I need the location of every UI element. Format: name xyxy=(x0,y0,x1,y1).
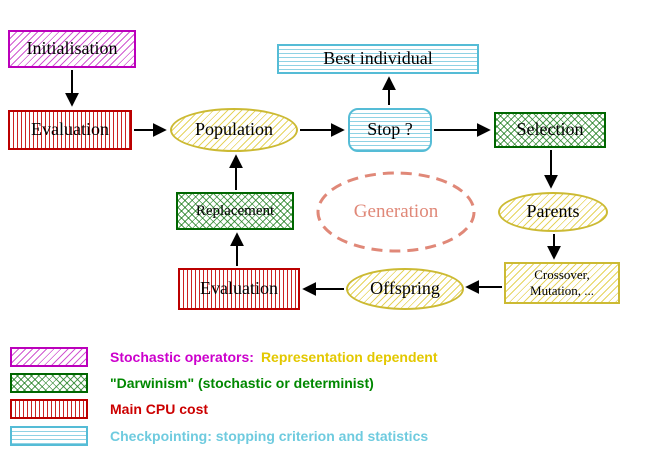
node-best-individual-label: Best individual xyxy=(323,48,433,69)
node-selection-label: Selection xyxy=(516,119,584,140)
node-parents: Parents xyxy=(498,192,608,232)
legend-swatch-magenta-diagonal-hatch xyxy=(10,347,88,367)
node-parents-label: Parents xyxy=(526,201,580,222)
node-initialisation: Initialisation xyxy=(8,30,136,68)
legend-label-checkpointing: Checkpointing: stopping criterion and st… xyxy=(110,428,429,444)
node-crossover-label-line2: Mutation, ... xyxy=(530,283,594,298)
legend-row-stochastic: Stochastic operators: Representation dep… xyxy=(10,347,438,367)
legend-label-main-cpu-cost: Main CPU cost xyxy=(110,401,209,417)
legend-label-stochastic-operators: Stochastic operators: xyxy=(110,349,254,365)
node-evaluation-bottom-label: Evaluation xyxy=(200,278,278,299)
node-crossover-mutation: Crossover, Mutation, ... xyxy=(504,262,620,304)
generation-dashed-ellipse xyxy=(316,171,476,253)
legend-label-darwinism: "Darwinism" (stochastic or determinist) xyxy=(110,375,374,391)
legend-row-checkpointing: Checkpointing: stopping criterion and st… xyxy=(10,426,428,446)
node-evaluation-top: Evaluation xyxy=(8,110,132,150)
legend-label-representation-dependent: Representation dependent xyxy=(260,349,438,365)
node-offspring: Offspring xyxy=(346,268,464,310)
generation-annotation-label: Generation xyxy=(353,201,439,222)
node-initialisation-label: Initialisation xyxy=(26,38,118,59)
node-evaluation-bottom: Evaluation xyxy=(178,268,300,310)
node-evaluation-top-label: Evaluation xyxy=(31,119,109,140)
node-replacement: Replacement xyxy=(176,192,294,230)
node-crossover-label-line1: Crossover, xyxy=(534,266,590,282)
node-replacement-label: Replacement xyxy=(195,202,275,219)
legend-row-cpu-cost: Main CPU cost xyxy=(10,399,208,419)
generation-annotation: Generation xyxy=(316,172,476,252)
node-best-individual: Best individual xyxy=(277,44,479,74)
legend-swatch-cyan-horizontal-lines xyxy=(10,426,88,446)
node-offspring-label: Offspring xyxy=(370,278,440,299)
legend-swatch-red-vertical-lines xyxy=(10,399,88,419)
legend-row-darwinism: "Darwinism" (stochastic or determinist) xyxy=(10,373,374,393)
legend-swatch-green-crosshatch xyxy=(10,373,88,393)
node-population: Population xyxy=(170,108,298,152)
node-stop-label: Stop ? xyxy=(367,119,413,140)
node-selection: Selection xyxy=(494,112,606,148)
node-stop: Stop ? xyxy=(348,108,432,152)
node-population-label: Population xyxy=(194,119,273,140)
